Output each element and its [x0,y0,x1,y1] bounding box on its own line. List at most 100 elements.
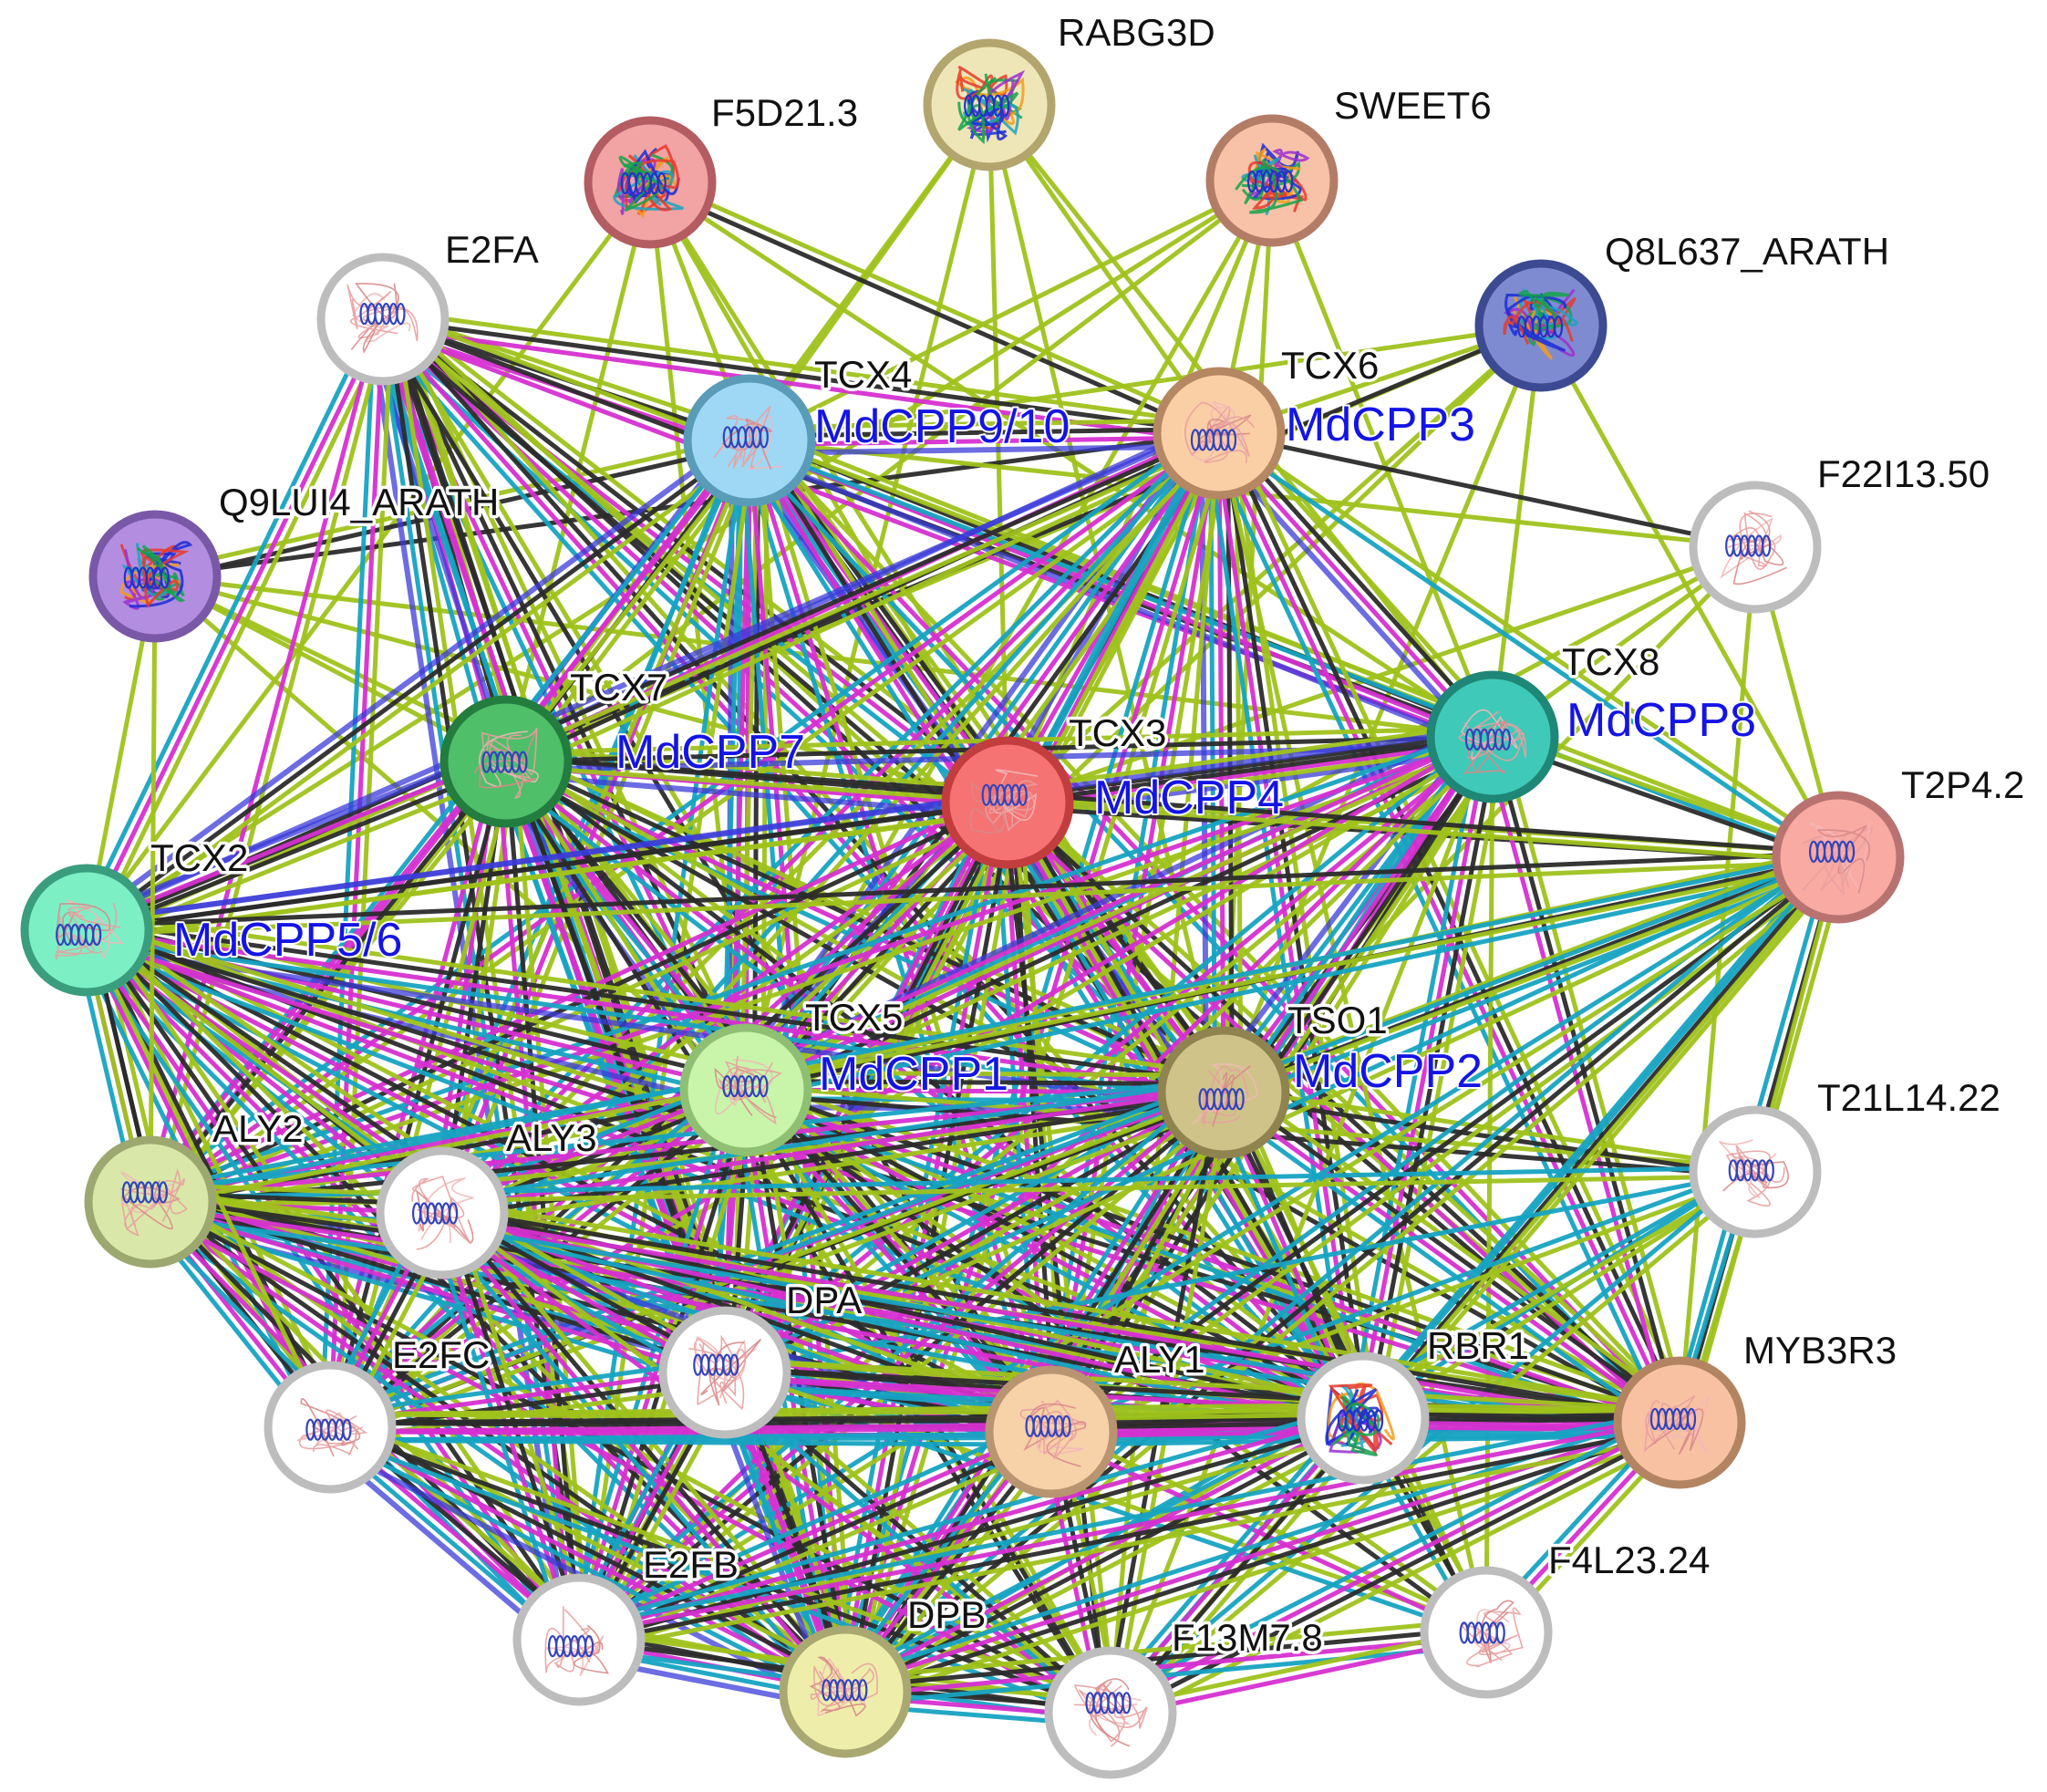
node-label: Q9LUI4_ARATH [219,481,499,523]
edge-SWEET6-TCX4 [747,178,1275,443]
node-label: SWEET6 [1334,84,1492,127]
node-E2FC[interactable] [264,1361,397,1494]
edge-line-textmining [853,741,1506,1702]
edge-line-textmining [579,1433,1685,1655]
edge-line-textmining [84,180,653,933]
node-label: TCX8 [1562,640,1659,683]
edge-line-coexpression [503,754,1841,855]
structure-trace [120,1191,170,1237]
node-circle[interactable] [1420,1566,1553,1699]
node-F5D21.3[interactable] [584,116,717,249]
annotation-label: MdCPP2 [1293,1045,1483,1098]
edge-line-textmining [505,755,1684,1422]
node-label: F13M7.8 [1172,1616,1323,1659]
node-layer [20,38,1905,1779]
node-circle[interactable] [439,695,573,828]
edge-line-experimental [1106,1416,1680,1712]
node-label: DPA [786,1279,862,1321]
edge-T2P4.2-TCX7 [503,754,1841,865]
node-F4L23.24[interactable] [1420,1566,1553,1699]
helix-coil [858,1679,868,1702]
structure-trace [67,906,121,954]
edge-line-coexpression [1216,430,1758,550]
node-RABG3D[interactable] [923,38,1056,171]
edge-line-experimental [1218,1093,1680,1429]
node-label: ALY1 [1114,1338,1205,1381]
structure-trace [1089,1678,1131,1747]
node-Q9LUI4_ARATH[interactable] [88,510,222,643]
edge-line-coexpression [846,737,1499,1697]
node-F22I13.50[interactable] [1689,481,1822,614]
structure-trace [1023,1403,1087,1467]
node-TCX3[interactable] [941,736,1074,869]
edge-line-database [574,1407,1680,1630]
edge-line-database [1354,849,1835,1415]
node-DPA[interactable] [658,1306,791,1439]
node-E2FA[interactable] [316,253,450,386]
edge-line-textmining [153,438,1226,1212]
edge-line-database [843,1642,1490,1707]
edge-line-experimental [1482,737,1674,1427]
node-TCX7[interactable] [439,695,573,828]
node-label: TCX4 [814,353,912,396]
node-TCX2[interactable] [20,864,153,997]
annotation-label: MdCPP1 [819,1048,1008,1101]
node-Q8L637_ARATH[interactable] [1474,259,1608,392]
edge-TCX8-F4L23.24 [1484,734,1495,1635]
edge-line-database [830,797,998,1692]
node-TCX8[interactable] [1426,670,1559,803]
edge-line-textmining [152,574,1010,805]
helix-coil [759,426,769,449]
edge-line-database [1214,434,1838,864]
edge-line-database [745,863,1843,1101]
node-ALY3[interactable] [376,1146,509,1279]
helix-coil [759,1074,769,1098]
structure-trace [1725,1145,1785,1186]
structure-trace [57,903,111,946]
edge-SWEET6-TCX8 [1269,178,1495,740]
edge-line-textmining [842,1617,1488,1682]
helix-coil [1235,1088,1245,1111]
node-TCX6[interactable] [1153,367,1286,500]
node-TCX5[interactable] [679,1023,812,1156]
node-T21L14.22[interactable] [1689,1105,1822,1238]
edge-line-textmining [503,763,1841,865]
edge-line-database [438,1077,1225,1203]
structure-trace [618,144,675,215]
structure-trace [988,785,1035,832]
node-T2P4.2[interactable] [1772,791,1905,924]
node-DPB[interactable] [779,1625,912,1758]
node-label: MYB3R3 [1743,1329,1897,1372]
edge-line-textmining [95,920,593,1635]
edge-line-coexpression [843,855,1841,1694]
edge-line-textmining [87,910,1229,1078]
node-F13M7.8[interactable] [1044,1646,1177,1779]
node-SWEET6[interactable] [1205,114,1339,247]
edge-line-experimental [575,1415,1681,1638]
helix-coil [1226,429,1237,451]
node-TSO1[interactable] [1157,1026,1290,1159]
edge-line-coexpression [843,1625,1489,1690]
node-TCX4[interactable] [683,374,816,507]
edge-line-textmining [1114,1432,1688,1727]
structure-trace [1644,1400,1693,1453]
node-label: ALY3 [506,1116,597,1159]
helix-coil [158,1181,168,1204]
edge-line-textmining [647,180,1495,740]
structure-trace [574,1624,610,1674]
node-ALY2[interactable] [84,1135,217,1269]
edge-line-coexpression [501,762,1680,1429]
structure-trace [298,1415,359,1450]
node-circle[interactable] [941,736,1074,869]
node-RBR1[interactable] [1297,1352,1430,1485]
node-E2FB[interactable] [512,1573,646,1706]
structure-trace [346,284,398,335]
node-label: TCX7 [570,666,667,709]
edge-TCX6-T2P4.2 [1214,427,1844,864]
node-ALY1[interactable] [985,1365,1118,1498]
edge-line-textmining [846,1433,1686,1707]
node-MYB3R3[interactable] [1613,1356,1746,1489]
edge-line-textmining [1538,323,1841,860]
edge-TCX4-T2P4.2 [745,434,1843,864]
